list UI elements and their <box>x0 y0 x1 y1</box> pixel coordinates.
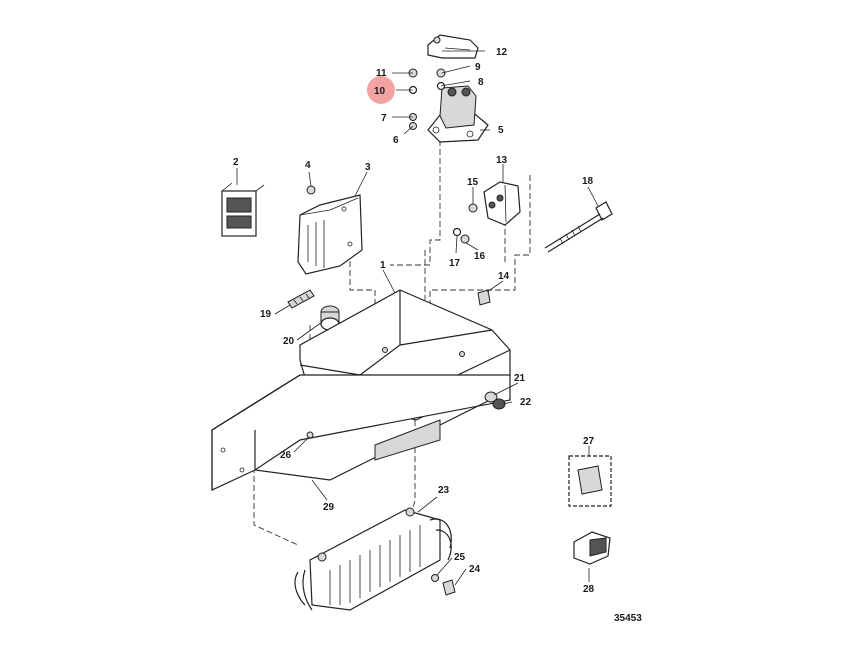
regulator-part-23 <box>294 507 452 611</box>
callout-11[interactable]: 11 <box>376 68 387 79</box>
decal-part <box>221 182 265 237</box>
screw-part-4 <box>306 185 316 195</box>
bracket-part-12 <box>427 34 479 59</box>
callout-22[interactable]: 22 <box>520 397 532 408</box>
nut-parts-21-22 <box>484 391 506 410</box>
callout-28[interactable]: 28 <box>583 584 595 595</box>
callout-29[interactable]: 29 <box>323 502 335 513</box>
callout-21[interactable]: 21 <box>514 373 526 384</box>
callout-4[interactable]: 4 <box>305 160 311 171</box>
callout-7[interactable]: 7 <box>381 113 387 124</box>
base-plate-part-29 <box>211 374 511 491</box>
callout-17[interactable]: 17 <box>449 258 461 269</box>
callout-18[interactable]: 18 <box>582 176 594 187</box>
callout-10[interactable]: 10 <box>374 86 386 97</box>
callout-1[interactable]: 1 <box>380 260 386 271</box>
callout-13[interactable]: 13 <box>496 155 508 166</box>
solenoid-part-5 <box>427 85 489 143</box>
bolt-part-18 <box>544 201 613 253</box>
callout-12[interactable]: 12 <box>496 47 508 58</box>
cover-box-part <box>297 194 363 275</box>
callout-3[interactable]: 3 <box>365 162 371 173</box>
callout-24[interactable]: 24 <box>469 564 481 575</box>
highlight-circle <box>367 76 395 104</box>
callout-6[interactable]: 6 <box>393 135 399 146</box>
callout-15[interactable]: 15 <box>467 177 479 188</box>
callout-labels[interactable]: 12 9 8 11 10 7 6 5 2 4 3 13 15 18 17 16 … <box>233 47 595 595</box>
callout-20[interactable]: 20 <box>283 336 295 347</box>
callout-26[interactable]: 26 <box>280 450 292 461</box>
nut-parts-15-17 <box>452 203 478 244</box>
stud-part-14 <box>477 289 491 306</box>
screw-parts-24-25 <box>431 574 456 596</box>
callout-23[interactable]: 23 <box>438 485 450 496</box>
callout-14[interactable]: 14 <box>498 271 510 282</box>
callout-19[interactable]: 19 <box>260 309 272 320</box>
callout-9[interactable]: 9 <box>475 62 481 73</box>
leader-lines <box>236 50 599 586</box>
callout-8[interactable]: 8 <box>478 77 484 88</box>
callout-27[interactable]: 27 <box>583 436 595 447</box>
callout-5[interactable]: 5 <box>498 125 504 136</box>
connector-part-27 <box>568 455 612 507</box>
callout-25[interactable]: 25 <box>454 552 466 563</box>
pin-part-19 <box>287 289 315 309</box>
callout-16[interactable]: 16 <box>474 251 486 262</box>
relay-part-13 <box>483 181 521 226</box>
connector-part-28 <box>573 531 611 565</box>
illustration-number: 35453 <box>614 613 642 624</box>
callout-2[interactable]: 2 <box>233 157 239 168</box>
